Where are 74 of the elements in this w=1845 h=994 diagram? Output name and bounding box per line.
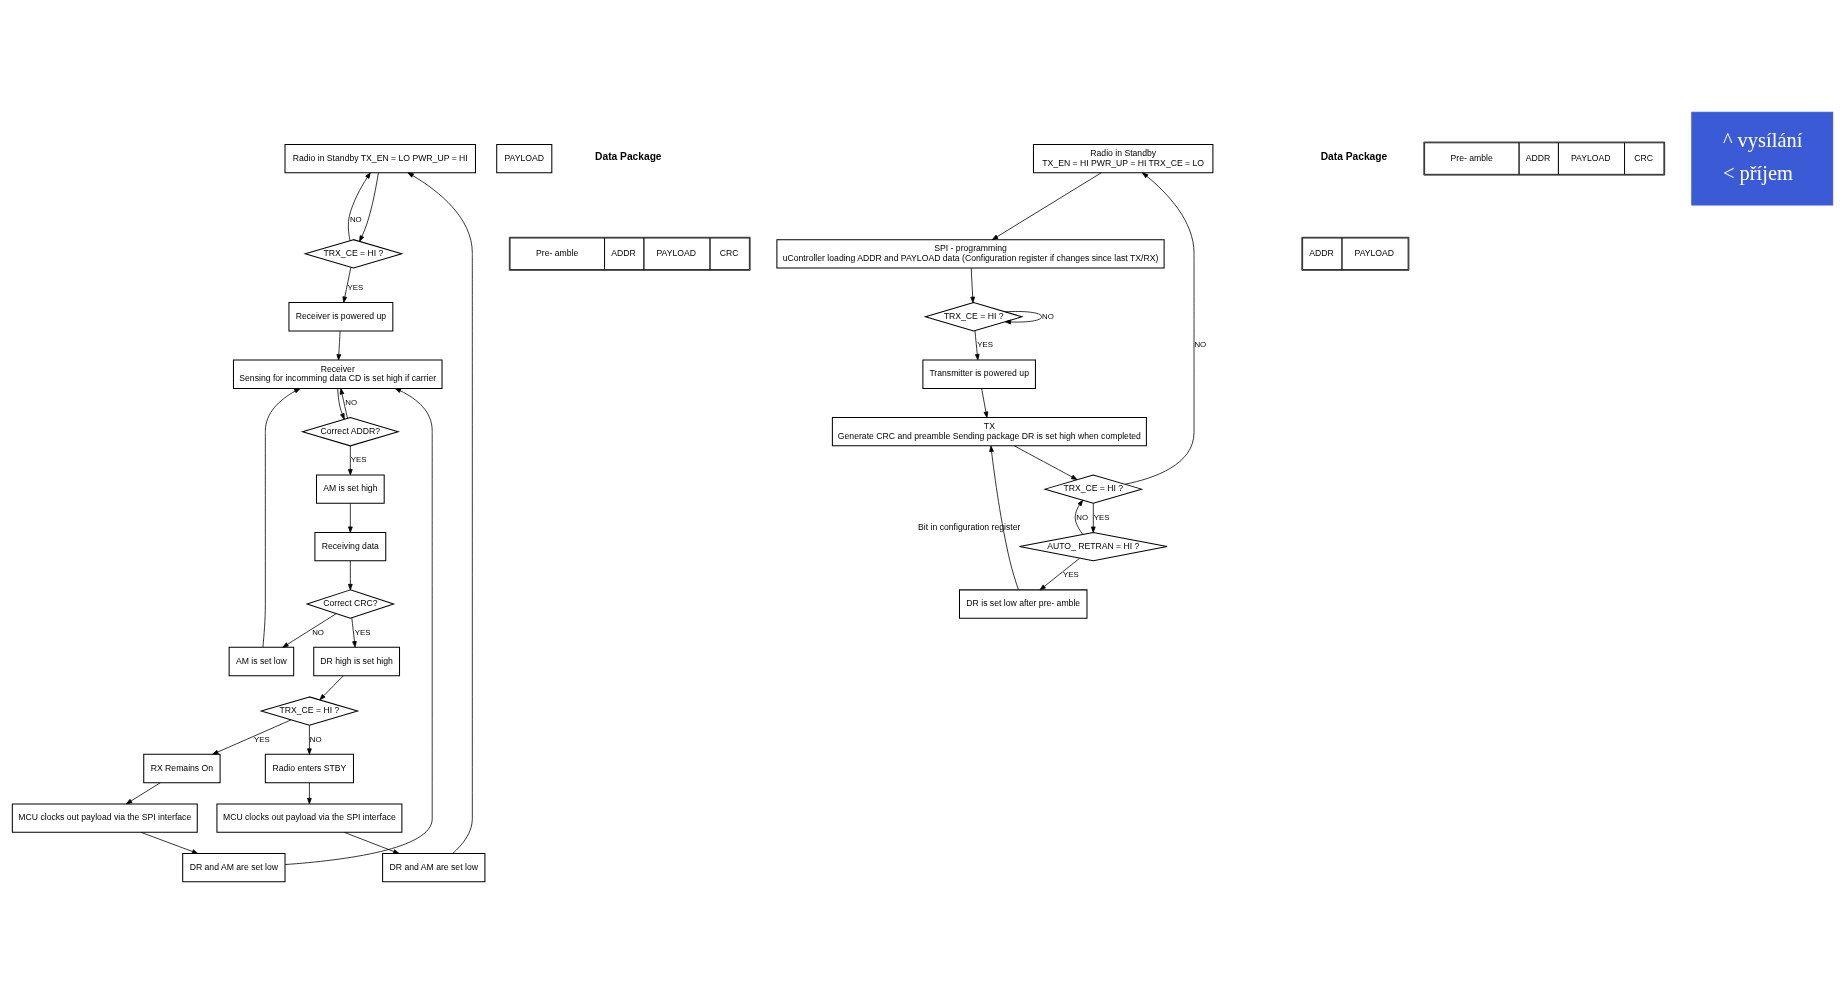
node-box: DR is set low after pre- amble — [959, 589, 1088, 619]
node-box: Radio in Standby TX_EN = HI PWR_UP = HI TRX_CE = LO — [1032, 143, 1214, 174]
arrow — [1124, 172, 1195, 485]
edge-label: YES — [347, 283, 364, 293]
node-box: RX Remains On — [143, 753, 221, 784]
arrow — [212, 719, 292, 755]
edge-label: YES — [350, 455, 367, 465]
arrow — [336, 330, 342, 361]
edge-label: NO — [312, 627, 324, 637]
node-box: SPI - programming uController loading ADDR and PAYLOAD data (Configuration register if changes since last TX/RX) — [776, 239, 1165, 269]
node-box: MCU clocks out payload via the SPI interface — [216, 803, 403, 833]
node-box: TX Generate CRC and preamble Sending package DR is set high when completed — [831, 417, 1147, 447]
arrow — [1074, 499, 1084, 535]
node-box: ^ vysílání < příjem — [1691, 111, 1834, 206]
arrow — [359, 172, 379, 242]
arrow — [407, 172, 473, 854]
arrow — [351, 617, 357, 648]
edge-label: NO — [345, 397, 358, 407]
arrow — [989, 445, 1019, 590]
edge-label: YES — [1062, 570, 1079, 580]
edge-label: YES — [253, 734, 270, 744]
arrow — [307, 725, 312, 755]
arrow — [339, 388, 348, 419]
edge-label: NO — [349, 214, 362, 224]
node-box: AM is set high — [316, 474, 385, 504]
arrow — [1039, 558, 1080, 591]
arrow — [140, 832, 199, 854]
arrow — [125, 782, 161, 805]
arrow — [337, 388, 345, 420]
arrow — [348, 445, 353, 476]
node-box: Receiving data — [314, 531, 387, 562]
edge-label: YES — [977, 340, 993, 350]
node-diamond: TRX_CE = HI ? — [303, 239, 404, 269]
arrow — [284, 388, 433, 865]
arrow — [342, 266, 352, 303]
node-diamond: Correct ADDR? — [300, 416, 400, 447]
arrow — [282, 613, 337, 648]
node-box: Transmitter is powered up — [922, 359, 1036, 389]
label: Data Package — [1320, 151, 1388, 163]
edge-label: NO — [1076, 512, 1089, 522]
arrow — [991, 172, 1102, 241]
arrow — [344, 832, 400, 854]
node-box: DR and AM are set low — [182, 853, 286, 883]
arrow — [348, 503, 353, 533]
arrow — [347, 172, 371, 241]
arrow — [1090, 503, 1096, 533]
node-box: PAYLOAD — [496, 143, 553, 174]
node-box: Receiver is powered up — [288, 302, 394, 332]
arrow — [262, 388, 301, 648]
arrow — [1004, 311, 1043, 325]
node-box: Receiver Sensing for incomming data CD is set high if carrier — [232, 359, 443, 389]
arrow — [307, 782, 312, 805]
node-diamond: AUTO_ RETRAN = HI ? — [1018, 531, 1168, 562]
edge-label: NO — [309, 734, 322, 744]
label: Data Package — [595, 151, 662, 163]
edge-label: NO — [1194, 340, 1207, 350]
arrow — [970, 267, 975, 303]
node-box: Radio in Standby TX_EN = LO PWR_UP = HI — [284, 143, 476, 174]
node-diamond: Correct CRC? — [305, 589, 396, 619]
node-diamond: TRX_CE = HI ? — [923, 302, 1024, 332]
node-box: DR and AM are set low — [382, 853, 486, 883]
edge-label: YES — [1093, 512, 1110, 522]
arrow — [981, 388, 989, 418]
node-label: Bit in configuration register — [918, 521, 1021, 532]
node-box: DR high is set high — [313, 646, 401, 677]
edge-label: YES — [354, 627, 371, 637]
edge-label: NO — [1042, 311, 1054, 321]
node-box: Radio enters STBY — [264, 753, 354, 784]
arrow — [974, 330, 980, 361]
arrow — [348, 560, 353, 591]
node-box: MCU clocks out payload via the SPI interface — [11, 803, 198, 833]
arrow — [319, 675, 344, 701]
arrow — [1013, 445, 1078, 480]
node-box: AM is set low — [228, 646, 295, 677]
